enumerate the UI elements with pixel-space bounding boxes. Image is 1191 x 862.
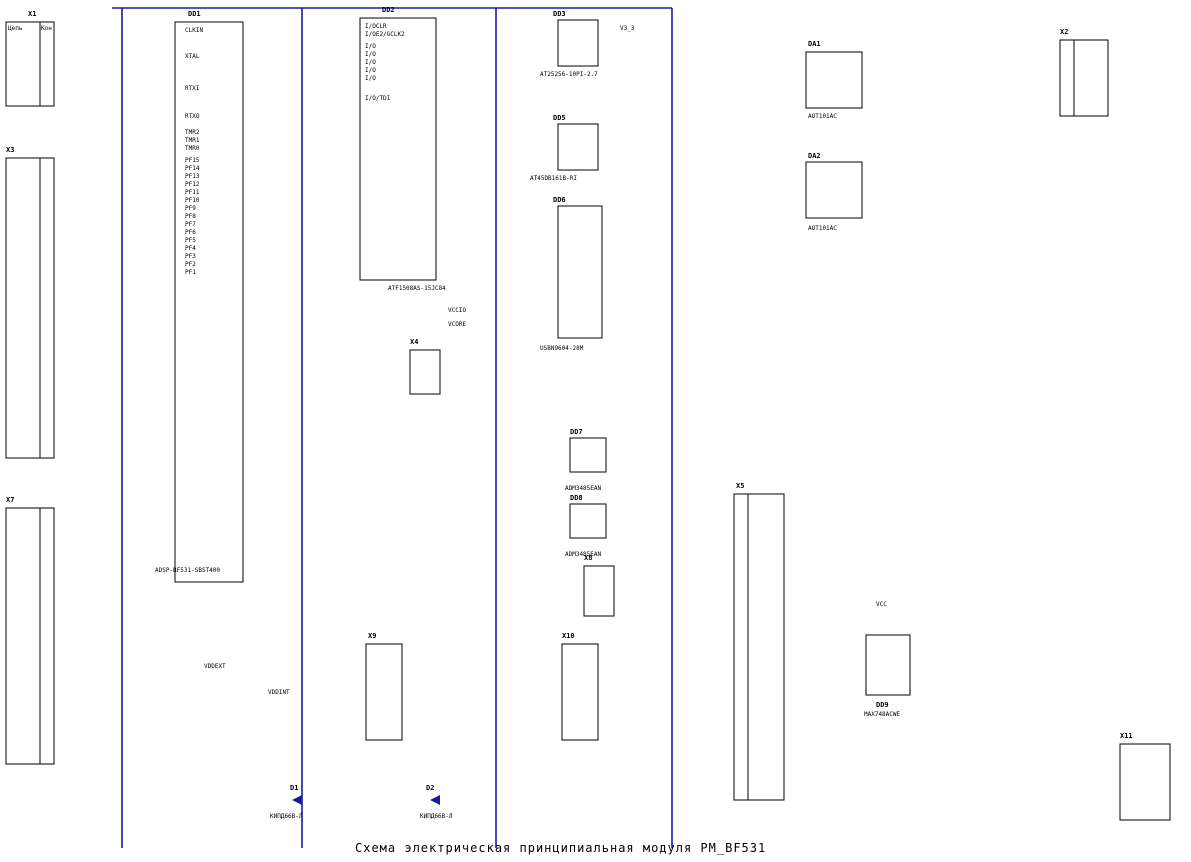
connector-x9: X9 (365, 632, 403, 741)
dd2-pin-5: I/O (365, 67, 376, 74)
dd1-pin-0: CLKIN (185, 27, 203, 34)
dd3-chip: DD3 AT25256-10PI-2.7 (540, 10, 599, 78)
da1-opto: DA1 AOT101AC (805, 40, 863, 120)
da2-part: AOT101AC (808, 225, 837, 232)
dd1-pin-20: PF2 (185, 261, 196, 268)
diode-d2: D2 КИПД66В-Л (420, 784, 453, 820)
dd1-pin-15: PF7 (185, 221, 196, 228)
dd2-pin-0: I/OCLR (365, 23, 387, 30)
dd2-pin-1: I/OE2/GCLK2 (365, 31, 405, 38)
dd1-pin-10: PF12 (185, 181, 200, 188)
dd1-pin-21: PF1 (185, 269, 196, 276)
dd1-pin-19: PF3 (185, 253, 196, 260)
dd3-part: AT25256-10PI-2.7 (540, 71, 598, 78)
x10-ref: X10 (562, 632, 575, 640)
d1-part: КИПД66В-Л (270, 813, 303, 820)
dd2-part: ATF1508AS-15JC84 (388, 285, 446, 292)
x8-ref: X8 (584, 554, 592, 562)
d1-ref: D1 (290, 784, 298, 792)
dd5-chip: DD5 AT45DB161B-RI (530, 114, 599, 182)
x7-ref: X7 (6, 496, 14, 504)
dd2-ref: DD2 (382, 6, 395, 14)
dd2-pin-3: I/O (365, 51, 376, 58)
power-vcore: VCORE (448, 321, 466, 328)
da1-ref: DA1 (808, 40, 821, 48)
dd1-pin-13: PF9 (185, 205, 196, 212)
dd2-pin-4: I/O (365, 59, 376, 66)
dd2-pin-2: I/O (365, 43, 376, 50)
dd1-pin-8: PF14 (185, 165, 200, 172)
bus-lines (112, 7, 673, 848)
connector-x1: X1 Цепь Кон (5, 10, 55, 107)
dd9-ref: DD9 (876, 701, 889, 709)
dd1-pin-3: RTXO (185, 113, 200, 120)
da2-opto: DA2 AOT101AC (805, 152, 863, 232)
dd1-pin-5: TMR1 (185, 137, 200, 144)
dd2-pin-7: I/O/TDI (365, 95, 391, 102)
connector-x7: X7 (5, 496, 55, 765)
dd6-part: USBN9604-28M (540, 345, 584, 352)
power-v3-3: V3_3 (620, 25, 635, 32)
x3-ref: X3 (6, 146, 14, 154)
dd8-chip: DD8 ADM3485EAN (565, 494, 607, 558)
dd1-pin-14: PF8 (185, 213, 196, 220)
dd1-pin-2: RTXI (185, 85, 200, 92)
d2-part: КИПД66В-Л (420, 813, 453, 820)
connector-x4: X4 (409, 338, 441, 395)
dd1-pin-11: PF11 (185, 189, 200, 196)
connector-x11: X11 (1119, 732, 1171, 821)
power-vddint: VDDINT (268, 689, 290, 696)
dd2-pin-6: I/O (365, 75, 376, 82)
dd9-chip: DD9 MAX748ACWE (864, 634, 911, 718)
x11-ref: X11 (1120, 732, 1133, 740)
dd1-pin-9: PF13 (185, 173, 200, 180)
dd5-part: AT45DB161B-RI (530, 175, 577, 182)
dd1-chip: DD1 ADSP-BF531-SBST400 CLKIN XTAL RTXI R… (155, 10, 244, 583)
d2-ref: D2 (426, 784, 434, 792)
dd1-pin-1: XTAL (185, 53, 200, 60)
dd1-pin-17: PF5 (185, 237, 196, 244)
dd8-part: ADM3485EAN (565, 551, 602, 558)
dd1-pin-4: TMR2 (185, 129, 200, 136)
dd3-ref: DD3 (553, 10, 566, 18)
dd8-ref: DD8 (570, 494, 583, 502)
connector-x2: X2 (1059, 28, 1109, 117)
dd7-chip: DD7 ADM3485EAN (565, 428, 607, 492)
dd7-part: ADM3485EAN (565, 485, 602, 492)
connector-x10: X10 (561, 632, 599, 741)
dd1-pin-12: PF10 (185, 197, 200, 204)
diode-d1: D1 КИПД66В-Л (270, 784, 303, 820)
x1-ref: X1 (28, 10, 36, 18)
dd1-part: ADSP-BF531-SBST400 (155, 567, 220, 574)
x4-ref: X4 (410, 338, 418, 346)
x2-ref: X2 (1060, 28, 1068, 36)
dd1-pin-18: PF4 (185, 245, 196, 252)
power-vcc: VCC (876, 601, 887, 608)
schematic-caption: Схема электрическая принципиальная модул… (355, 841, 766, 855)
x1-header-1: Кон (41, 25, 52, 32)
x5-ref: X5 (736, 482, 744, 490)
da2-ref: DA2 (808, 152, 821, 160)
x1-header-0: Цепь (8, 25, 23, 32)
x9-ref: X9 (368, 632, 376, 640)
dd7-ref: DD7 (570, 428, 583, 436)
dd1-pin-7: PF15 (185, 157, 200, 164)
power-labels: V3_3 VCC VCCIO VCORE VDDEXT VDDINT (204, 25, 887, 696)
power-vccio: VCCIO (448, 307, 466, 314)
dd1-ref: DD1 (188, 10, 201, 18)
dd6-ref: DD6 (553, 196, 566, 204)
power-vddext: VDDEXT (204, 663, 226, 670)
connector-x8: X8 (583, 554, 615, 617)
dd1-pin-16: PF6 (185, 229, 196, 236)
dd9-part: MAX748ACWE (864, 711, 901, 718)
dd5-ref: DD5 (553, 114, 566, 122)
connector-x5: X5 (733, 482, 785, 801)
dd1-pin-6: TMR0 (185, 145, 200, 152)
dd6-chip: DD6 USBN9604-28M (540, 196, 603, 352)
dd2-chip: DD2 ATF1508AS-15JC84 I/OCLR I/OE2/GCLK2 … (359, 6, 446, 292)
connector-x3: X3 (5, 146, 55, 459)
da1-part: AOT101AC (808, 113, 837, 120)
